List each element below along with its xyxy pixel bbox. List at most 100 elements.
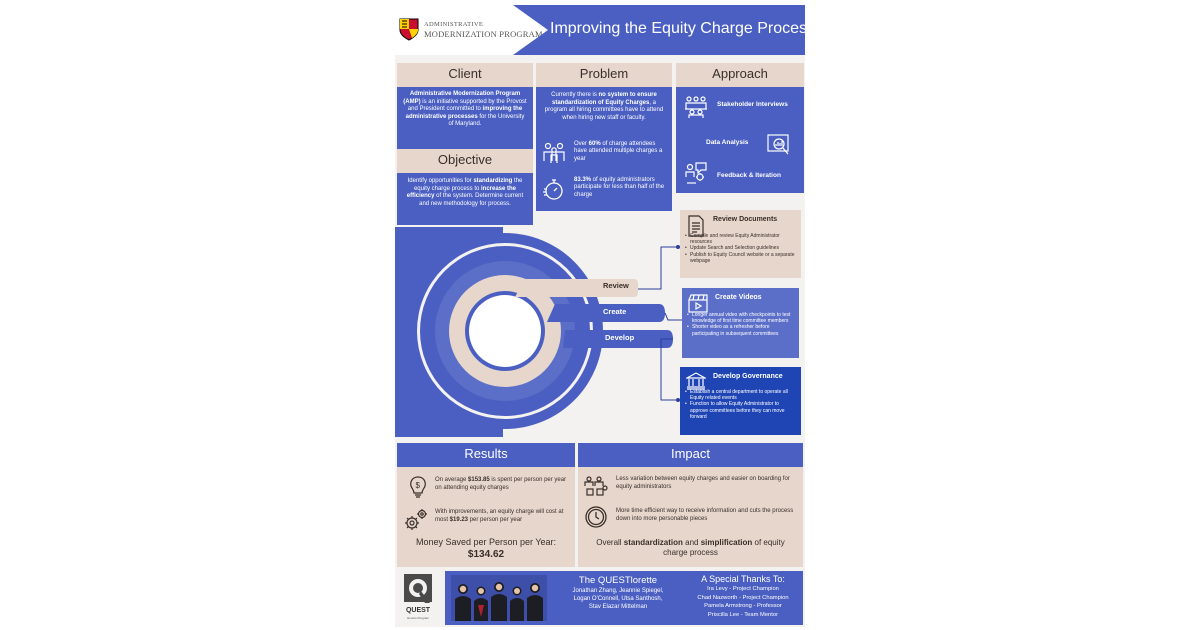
objective-heading: Objective (397, 149, 533, 173)
impact-summary-pre: Overall (596, 538, 624, 547)
objective-bold2: increase the efficiency (406, 185, 517, 200)
results-item1-pre: On average (435, 477, 469, 483)
infographic-poster: ADMINISTRATIVE MODERNIZATION PROGRAM Imp… (395, 5, 805, 627)
review-card-title: Review Documents (713, 216, 778, 223)
clock-icon (585, 506, 607, 528)
team-photo-icon (451, 575, 547, 621)
team-panel: The QUESTlorette Jonathan Zhang, Jeannie… (445, 571, 803, 625)
problem-heading: Problem (536, 63, 672, 87)
team-members-line-1: Jonathan Zhang, Jeannie Spiegel, (572, 588, 664, 594)
stat2-bold: 83.3% (574, 177, 592, 183)
feedback-icon (685, 162, 707, 184)
objective-text: Identify opportunities for standardizing… (397, 173, 533, 225)
people-group-icon (543, 142, 565, 163)
create-connector (664, 312, 685, 321)
develop-connector-dot (676, 398, 680, 402)
results-item-2: With improvements, an equity charge will… (435, 509, 570, 524)
stat1-bold: 60% (588, 141, 601, 147)
problem-stat-1: Over 60% of charge attendees have attend… (542, 141, 666, 169)
page-title: Improving the Equity Charge Process (550, 20, 805, 37)
team-members: Jonathan Zhang, Jeannie Spiegel, Logan O… (553, 587, 683, 611)
client-text: Administrative Modernization Program (AM… (397, 87, 533, 149)
thanks-item-1: Ira Levy - Project Champion (707, 586, 779, 592)
approach-item-1-label: Stakeholder Interviews (717, 101, 788, 108)
results-item-1: On average $153.85 is spent per person p… (435, 477, 570, 492)
create-card-list: Longer annual video with checkpoints to … (687, 312, 794, 337)
thanks-list: Ira Levy - Project Champion Chad Nazwort… (685, 585, 801, 619)
building-icon (686, 372, 706, 390)
problem-bold1: no system to ensure standardization of E… (551, 92, 657, 106)
results-item2-post: per person per year (468, 516, 523, 523)
develop-bullet-1: Establish a central department to operat… (685, 389, 796, 401)
impact-heading: Impact (578, 443, 803, 467)
header-logo-area: ADMINISTRATIVE MODERNIZATION PROGRAM (395, 5, 545, 55)
results-item1-post: is spent per person per year on attendin… (435, 477, 567, 491)
objective-part1: Identify opportunities for (407, 178, 474, 184)
impact-summary: Overall standardization and simplificati… (588, 538, 793, 558)
review-bullet-1: Compile and review Equity Administrator … (685, 233, 796, 245)
thanks-item-2: Chad Nazworth - Project Champion (697, 594, 789, 601)
client-part2: for the University of Maryland. (448, 113, 525, 128)
develop-tab (563, 330, 673, 348)
quest-logo-subtext: Honors Program (406, 616, 429, 620)
develop-card-title: Develop Governance (713, 373, 783, 380)
results-item2-pre: With improvements, an equity charge will… (435, 509, 564, 523)
problem-stat-2-text: 83.3% of equity administrators participa… (574, 177, 666, 199)
objective-part3: of the system. Determine current and new… (419, 193, 524, 207)
results-item1-bold: $153.85 (468, 477, 490, 483)
savings-label: Money Saved per Person per Year: (415, 537, 557, 547)
objective-part2: the equity charge process to (413, 178, 523, 192)
develop-bullet-2: Function to allow Equity Administrator t… (685, 401, 796, 420)
impact-summary-post: of equity charge process (663, 538, 785, 557)
svg-text:$: $ (416, 481, 421, 490)
university-seal-icon (399, 18, 419, 41)
stat1-post: of charge attendees have attended multip… (574, 141, 663, 162)
results-panel: $ On average $153.85 is spent per person… (397, 467, 575, 567)
team-name: The QUESTlorette (578, 575, 658, 586)
team-members-line-3: Stav Elazar Mittelman (588, 604, 648, 610)
stopwatch-icon (543, 179, 563, 200)
program-line2: MODERNIZATION PROGRAM (424, 28, 543, 39)
review-card-list: Compile and review Equity Administrator … (685, 233, 796, 264)
lightbulb-money-icon: $ (410, 476, 426, 498)
impact-item-1: Less variation between equity charges an… (616, 476, 790, 490)
thanks-item-4: Priscilla Lee - Team Mentor (707, 611, 779, 618)
quest-q-icon (404, 574, 432, 603)
stat2-post: of equity administrators participate for… (574, 177, 665, 198)
video-clapper-icon (688, 294, 708, 313)
thanks-item-3: Pamela Armstrong - Professor (704, 603, 782, 610)
savings-value: $134.62 (467, 549, 505, 560)
impact-summary-mid: and (682, 538, 701, 547)
team-members-line-2: Logan O'Connell, Utsa Santhosh, (573, 596, 663, 602)
people-icon (685, 96, 707, 118)
impact-summary-bold1: standardization (623, 538, 683, 547)
develop-governance-card: Develop Governance Establish a central d… (680, 367, 801, 435)
organization-icon (584, 476, 608, 496)
client-bold1: Administrative Modernization Program (AM… (403, 91, 521, 105)
review-connector-dot (676, 245, 680, 249)
review-bullet-2: Update Search and Selection guidelines (685, 245, 796, 251)
problem-stat-2: 83.3% of equity administrators participa… (542, 177, 666, 205)
results-item2-bold: $19.23 (449, 516, 469, 523)
problem-panel: Currently there is no system to ensure s… (536, 87, 672, 211)
create-tab (547, 304, 665, 322)
program-wordmark: ADMINISTRATIVE MODERNIZATION PROGRAM (424, 21, 543, 39)
problem-stat-1-text: Over 60% of charge attendees have attend… (574, 141, 666, 163)
objective-bold1: standardizing (473, 178, 513, 184)
create-bullet-2: Shorter video as a refresher before part… (687, 324, 794, 336)
create-videos-card: Create Videos Longer annual video with c… (682, 288, 799, 358)
tab-create-label: Create (603, 307, 627, 316)
impact-item-2: More time efficient way to receive infor… (616, 508, 794, 522)
tab-develop-label: Develop (605, 333, 635, 342)
impact-summary-bold2: simplification (700, 538, 753, 547)
program-line1: ADMINISTRATIVE (424, 21, 484, 28)
chart-magnifier-icon (767, 134, 789, 155)
problem-text: Currently there is no system to ensure s… (541, 92, 667, 122)
client-part1: is an initiative supported by the Provos… (407, 98, 527, 113)
approach-item-2-label: Data Analysis (706, 139, 749, 146)
tab-review-label: Review (603, 281, 629, 290)
stat1-pre: Over (574, 141, 589, 147)
process-diagram (395, 227, 687, 437)
quest-logo: QUEST Honors Program (397, 571, 439, 625)
approach-item-3-label: Feedback & Iteration (717, 172, 781, 179)
